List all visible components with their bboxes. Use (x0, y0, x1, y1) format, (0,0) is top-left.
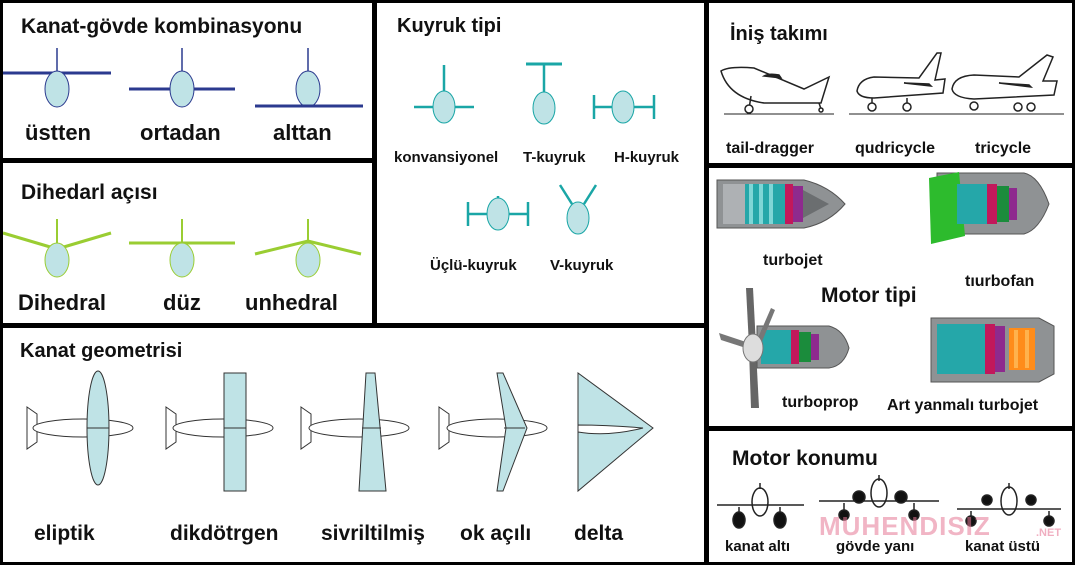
conventional-tail-figure (414, 65, 474, 124)
flat-wing-label: düz (163, 290, 201, 315)
rectangular-wing-figure (165, 372, 274, 492)
tail-dragger-label: tail-dragger (726, 140, 815, 157)
elliptical-wing-figure (26, 370, 134, 486)
wing-fuselage-title: Kanat-gövde kombinasyonu (21, 15, 303, 38)
landing-gear-title: İniş takımı (730, 23, 828, 45)
wing-geometry-title: Kanat geometrisi (20, 340, 183, 362)
engine-position-title: Motor konumu (732, 447, 878, 470)
dihedral-figures (3, 219, 362, 278)
dihedral-panel: Dihedarl açısı Dihedral düz unhedral (3, 163, 372, 323)
v-tail-label: V-kuyruk (550, 257, 614, 274)
engine-type-figures (716, 172, 1055, 408)
h-tail-figure (592, 90, 656, 124)
watermark: MUHENDISIZ (819, 511, 991, 541)
swept-wing-figure (438, 372, 548, 492)
dihedral-figure (3, 219, 112, 278)
mid-wing-label: ortadan (140, 120, 221, 145)
anhedral-label: unhedral (245, 290, 338, 315)
dihedral-label: Dihedral (18, 290, 107, 315)
high-wing-label: üstten (25, 120, 91, 145)
tapered-wing-figure (300, 372, 410, 492)
tail-type-figures (414, 62, 656, 235)
watermark-suffix: .NET (1036, 527, 1062, 539)
delta-wing-figure (577, 372, 654, 493)
landing-gear-figures (720, 52, 1064, 115)
delta-wing-label: delta (574, 522, 624, 545)
triple-tail-figure (466, 196, 530, 231)
fuselage-side-engines-label: gövde yanı (836, 538, 915, 555)
over-wing-engines-figure (957, 483, 1061, 527)
t-tail-figure (526, 62, 562, 125)
anhedral-figure (254, 219, 362, 278)
t-tail-label: T-kuyruk (523, 149, 586, 166)
mid-wing-figure (129, 48, 235, 108)
swept-wing-label: ok açılı (460, 522, 532, 545)
conventional-tail-label: konvansiyonel (394, 149, 499, 166)
triple-tail-label: Üçlü-kuyruk (430, 257, 517, 274)
turbofan-figure (929, 172, 1050, 244)
engine-position-figures (717, 475, 1061, 529)
tricycle-figure (949, 54, 1064, 115)
high-wing-figure (3, 48, 111, 108)
turbojet-figure (716, 179, 846, 229)
wing-fuselage-figures (3, 48, 363, 108)
turbojet-label: turbojet (760, 252, 826, 270)
under-wing-engines-label: kanat altı (725, 538, 791, 555)
tail-type-title: Kuyruk tipi (397, 15, 502, 37)
tricycle-label: tricycle (975, 140, 1032, 157)
wing-geometry-figures (26, 370, 654, 493)
tapered-wing-label: sivriltilmiş (321, 522, 425, 545)
turboprop-figure (719, 288, 850, 408)
elliptical-wing-label: eliptik (34, 522, 95, 545)
wing-geometry-panel: Kanat geometrisi (3, 328, 704, 562)
afterburning-turbojet-label: Art yanmalı turbojet (887, 397, 1039, 414)
quadricycle-label: qudricycle (855, 140, 936, 157)
over-wing-engines-label: kanat üstü (965, 538, 1041, 555)
engine-position-panel: Motor konumu (709, 431, 1072, 562)
rectangular-wing-label: dikdötrgen (170, 522, 279, 545)
turbofan-label: tıurbofan (962, 273, 1038, 291)
tail-dragger-figure (720, 66, 834, 115)
fuselage-side-engines-figure (819, 475, 939, 521)
landing-gear-panel: İniş takımı tail-dragg (709, 3, 1072, 163)
tail-type-panel: Kuyruk tipi konv (377, 3, 704, 323)
turboprop-label: turboprop (782, 394, 859, 411)
v-tail-figure (558, 184, 598, 235)
engine-type-title: Motor tipi (817, 284, 921, 308)
h-tail-label: H-kuyruk (614, 149, 680, 166)
flat-wing-figure (129, 219, 235, 278)
quadricycle-figure (849, 52, 949, 115)
low-wing-figure (255, 48, 363, 108)
wing-fuselage-panel: Kanat-gövde kombinasyonu üstten ortadan … (3, 3, 372, 158)
low-wing-label: alttan (273, 120, 332, 145)
afterburning-turbojet-figure (930, 317, 1055, 383)
engine-type-panel: turbojet tıurbofan Motor tipi turboprop … (709, 168, 1072, 426)
under-wing-engines-figure (717, 483, 804, 529)
dihedral-title: Dihedarl açısı (21, 181, 158, 204)
